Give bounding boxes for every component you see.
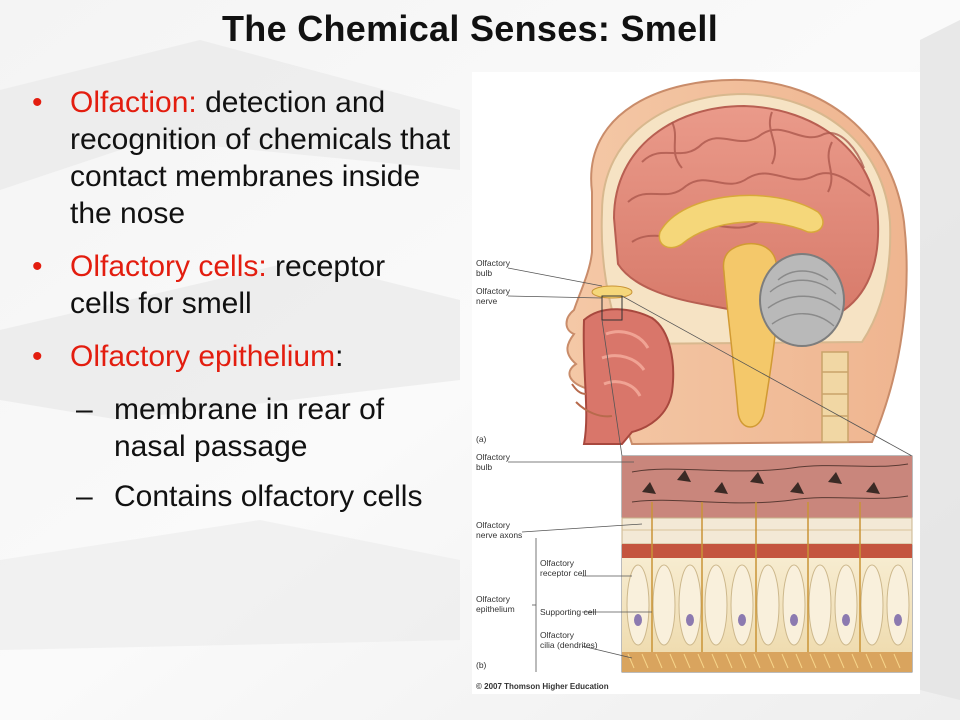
label-olfactory-nerve-a-2: nerve — [476, 296, 498, 306]
label-olfactory-bulb-a: Olfactory — [476, 258, 511, 268]
label-olfactory-nerve-axons-2: nerve axons — [476, 530, 522, 540]
copyright-text: © 2007 Thomson Higher Education — [476, 682, 609, 691]
label-olfactory-bulb-b: Olfactory — [476, 452, 511, 462]
label-supporting-cell: Supporting cell — [540, 607, 596, 617]
label-olfactory-epithelium-2: epithelium — [476, 604, 515, 614]
bullet-text: detection and recognition of chemicals t… — [70, 86, 451, 230]
label-panel-b: (b) — [476, 660, 487, 670]
label-olfactory-epithelium: Olfactory — [476, 594, 511, 604]
label-panel-a: (a) — [476, 434, 487, 444]
label-olfactory-cilia-2: cilia (dendrites) — [540, 640, 598, 650]
bullet-term: Olfactory cells: — [70, 250, 267, 283]
bullet-term: Olfaction: — [70, 86, 197, 119]
bullet-marker: • — [32, 340, 43, 373]
sub-bullet-text: membrane in rear of nasal passage — [114, 393, 385, 463]
bullet-marker: • — [32, 86, 43, 119]
label-olfactory-bulb-b-2: bulb — [476, 462, 492, 472]
label-olfactory-nerve-axons: Olfactory — [476, 520, 511, 530]
label-olfactory-receptor-cell: Olfactory — [540, 558, 575, 568]
label-olfactory-receptor-cell-2: receptor cell — [540, 568, 586, 578]
label-olfactory-nerve-a: Olfactory — [476, 286, 511, 296]
sub-bullet-rear-passage: – membrane in rear of nasal passage — [32, 391, 452, 465]
bullet-text: : — [335, 340, 344, 373]
bullet-olfaction: • Olfaction: detection and recognition o… — [32, 84, 452, 232]
bullet-olfactory-epithelium: • Olfactory epithelium: — [32, 338, 452, 375]
bullet-list: • Olfaction: detection and recognition o… — [32, 84, 452, 528]
label-olfactory-cilia: Olfactory — [540, 630, 575, 640]
bullet-text: receptor cells for smell — [70, 250, 386, 320]
dash-marker: – — [76, 393, 93, 426]
label-olfactory-bulb-a-2: bulb — [476, 268, 492, 278]
anatomy-figure: Olfactory bulb Olfactory nerve (a) — [472, 72, 920, 694]
sub-bullet-text: Contains olfactory cells — [114, 480, 423, 513]
bullet-olfactory-cells: • Olfactory cells: receptor cells for sm… — [32, 248, 452, 322]
head-section-illustration — [507, 78, 913, 457]
dash-marker: – — [76, 480, 93, 513]
bullet-term: Olfactory epithelium — [70, 340, 336, 373]
sub-bullet-contains-cells: – Contains olfactory cells — [32, 478, 452, 515]
bullet-marker: • — [32, 250, 43, 283]
epithelium-detail-illustration — [508, 455, 913, 673]
slide-title: The Chemical Senses: Smell — [222, 8, 718, 49]
